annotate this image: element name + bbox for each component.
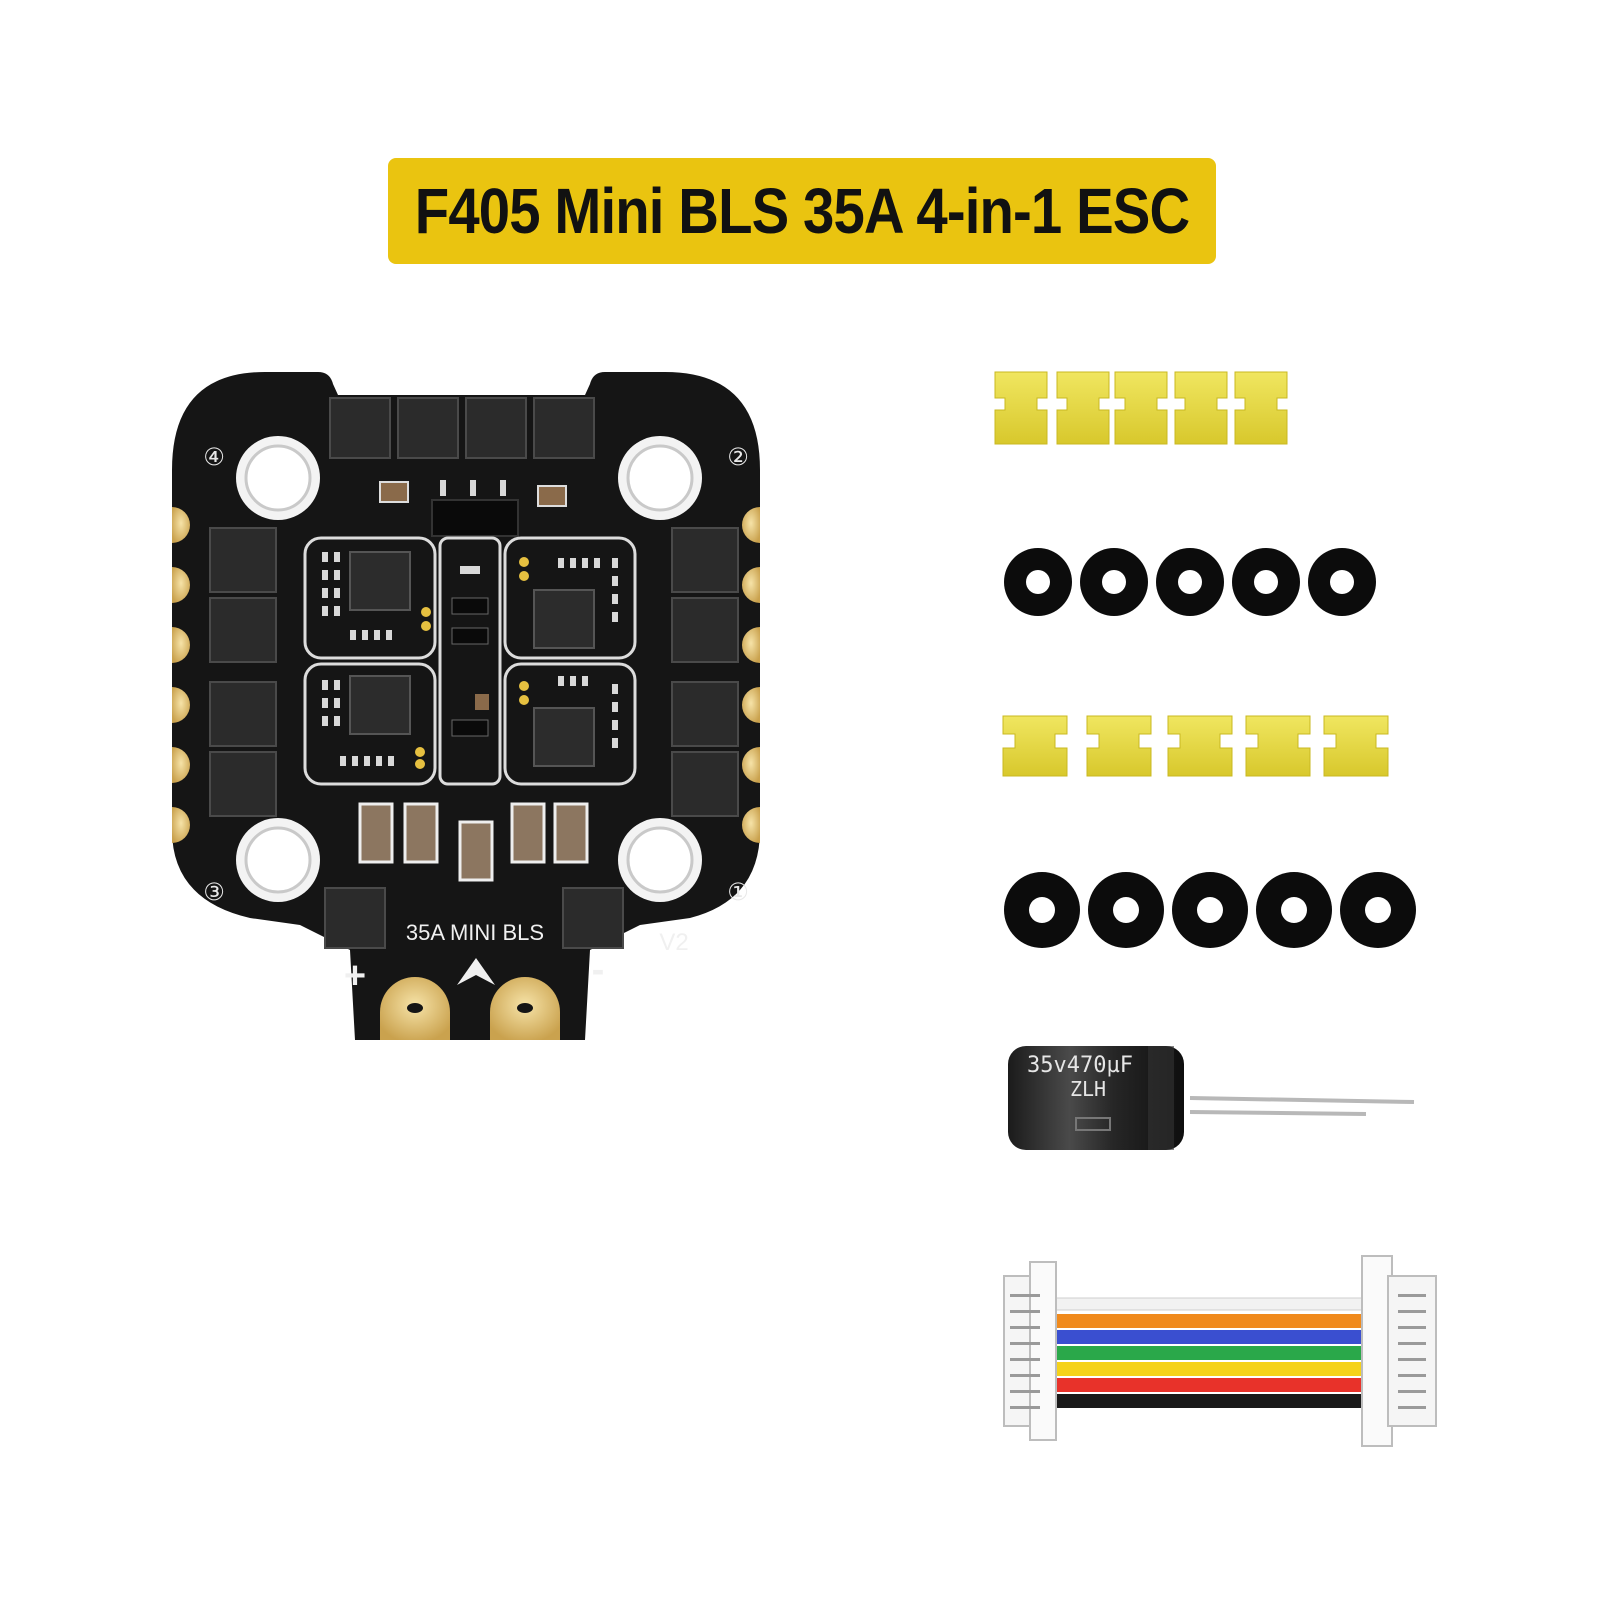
- electrolytic-capacitor: 35v470µF ZLH: [1008, 1046, 1415, 1150]
- corner-mark-1: ①: [727, 878, 749, 906]
- top-mosfets: [329, 397, 595, 459]
- black-orings-row-2: [1004, 872, 1416, 948]
- right-motor-pads: [742, 507, 760, 843]
- mounting-holes: [236, 436, 702, 902]
- capacitor-rating: 35v470µF: [1027, 1053, 1133, 1078]
- connector-cable: [1003, 1255, 1437, 1447]
- esc-board: ④ ② ③ ①: [172, 372, 760, 1040]
- corner-mark-2: ②: [727, 443, 749, 471]
- title-banner: F405 Mini BLS 35A 4-in-1 ESC: [388, 158, 1216, 264]
- driver-ics: [349, 551, 595, 767]
- driver-blocks: [303, 536, 637, 786]
- left-motor-pads: [172, 507, 190, 843]
- negative-terminal-mark: -: [592, 949, 605, 991]
- black-orings-row-1: [1004, 548, 1376, 616]
- yellow-grommets-row-1: [994, 371, 1288, 445]
- capacitor-series: ZLH: [1070, 1077, 1106, 1101]
- left-mosfets: [209, 527, 277, 817]
- yellow-grommets-row-2: [1002, 715, 1389, 777]
- corner-mark-3: ③: [203, 878, 225, 906]
- positive-terminal-mark: +: [344, 955, 366, 997]
- board-silkscreen-label: 35A MINI BLS: [406, 920, 544, 945]
- top-small-components: [379, 480, 567, 537]
- direction-arrow: [457, 958, 495, 985]
- battery-pads: [380, 977, 560, 1040]
- passive-components: [322, 552, 618, 766]
- bottom-capacitors: [358, 802, 589, 882]
- bottom-mosfets: [324, 887, 624, 949]
- gold-testpoints: [415, 557, 529, 769]
- product-title: F405 Mini BLS 35A 4-in-1 ESC: [414, 175, 1190, 247]
- corner-mark-4: ④: [203, 443, 225, 471]
- board-version-label: V2: [659, 929, 688, 956]
- right-mosfets: [671, 527, 739, 817]
